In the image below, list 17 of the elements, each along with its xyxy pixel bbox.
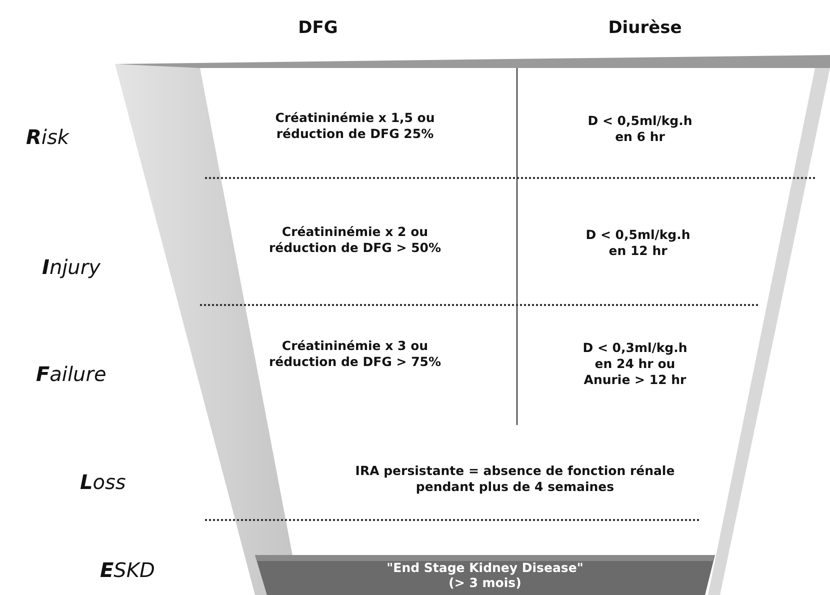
stage-label: ESKD xyxy=(100,558,155,582)
column-header: Diurèse xyxy=(608,18,682,38)
stage-label: Risk xyxy=(26,125,69,149)
criterion-text: Créatininémie x 2 ou réduction de DFG > 50% xyxy=(268,224,442,256)
stage-text: "End Stage Kidney Disease" (> 3 mois) xyxy=(386,560,584,590)
column-header: DFG xyxy=(298,18,338,38)
criterion-text: IRA persistante = absence de fonction rénale pendant plus de 4 semaines xyxy=(354,463,676,495)
stage-label: Injury xyxy=(42,255,100,279)
stage-label: Failure xyxy=(36,362,106,386)
stage-band xyxy=(255,555,715,595)
stage-label: Loss xyxy=(80,470,126,494)
criterion-text: D < 0,5ml/kg.h en 6 hr xyxy=(586,113,694,145)
criterion-text: D < 0,3ml/kg.h en 24 hr ou Anurie > 12 hr xyxy=(582,340,688,388)
criterion-text: D < 0,5ml/kg.h en 12 hr xyxy=(584,227,692,259)
funnel-shape xyxy=(200,68,815,595)
criterion-text: Créatininémie x 1,5 ou réduction de DFG 25% xyxy=(274,110,436,142)
criterion-text: Créatininémie x 3 ou réduction de DFG > 75% xyxy=(268,338,442,370)
